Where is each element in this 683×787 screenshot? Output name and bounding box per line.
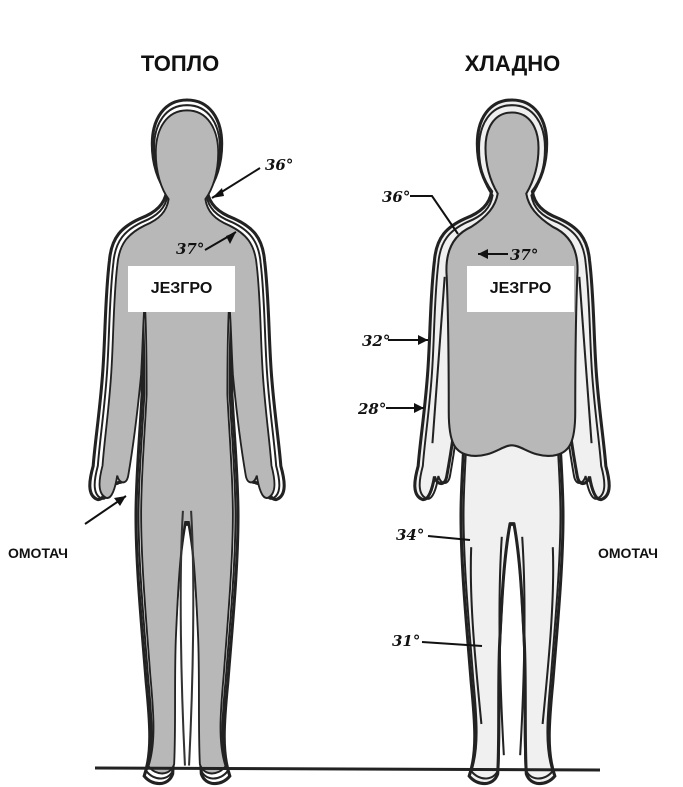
cold-deg-37: 37° bbox=[510, 246, 538, 264]
cold-deg-36: 36° bbox=[382, 188, 410, 206]
cold-shell-label: ОМОТАЧ bbox=[598, 545, 658, 561]
warm-core-label: ЈЕЗГРО bbox=[128, 266, 235, 312]
warm-deg-37: 37° bbox=[176, 240, 204, 258]
warm-body bbox=[90, 100, 284, 784]
cold-body bbox=[415, 100, 609, 784]
warm-title: ТОПЛО bbox=[95, 43, 265, 85]
cold-arrowhead-28 bbox=[414, 403, 424, 413]
ground-line bbox=[95, 768, 600, 770]
cold-deg-32: 32° bbox=[362, 332, 390, 350]
warm-arrowhead-shell bbox=[114, 496, 126, 506]
warm-deg-36: 36° bbox=[265, 156, 293, 174]
cold-arrowhead-32 bbox=[418, 335, 428, 345]
warm-arrowhead-36 bbox=[212, 188, 224, 198]
cold-deg-31: 31° bbox=[392, 632, 420, 650]
cold-deg-28: 28° bbox=[357, 400, 386, 418]
warm-shell-label: ОМОТАЧ bbox=[8, 545, 68, 561]
cold-deg-34: 34° bbox=[396, 526, 424, 544]
cold-title: ХЛАДНО bbox=[430, 43, 595, 85]
cold-core-label: ЈЕЗГРО bbox=[467, 266, 574, 312]
